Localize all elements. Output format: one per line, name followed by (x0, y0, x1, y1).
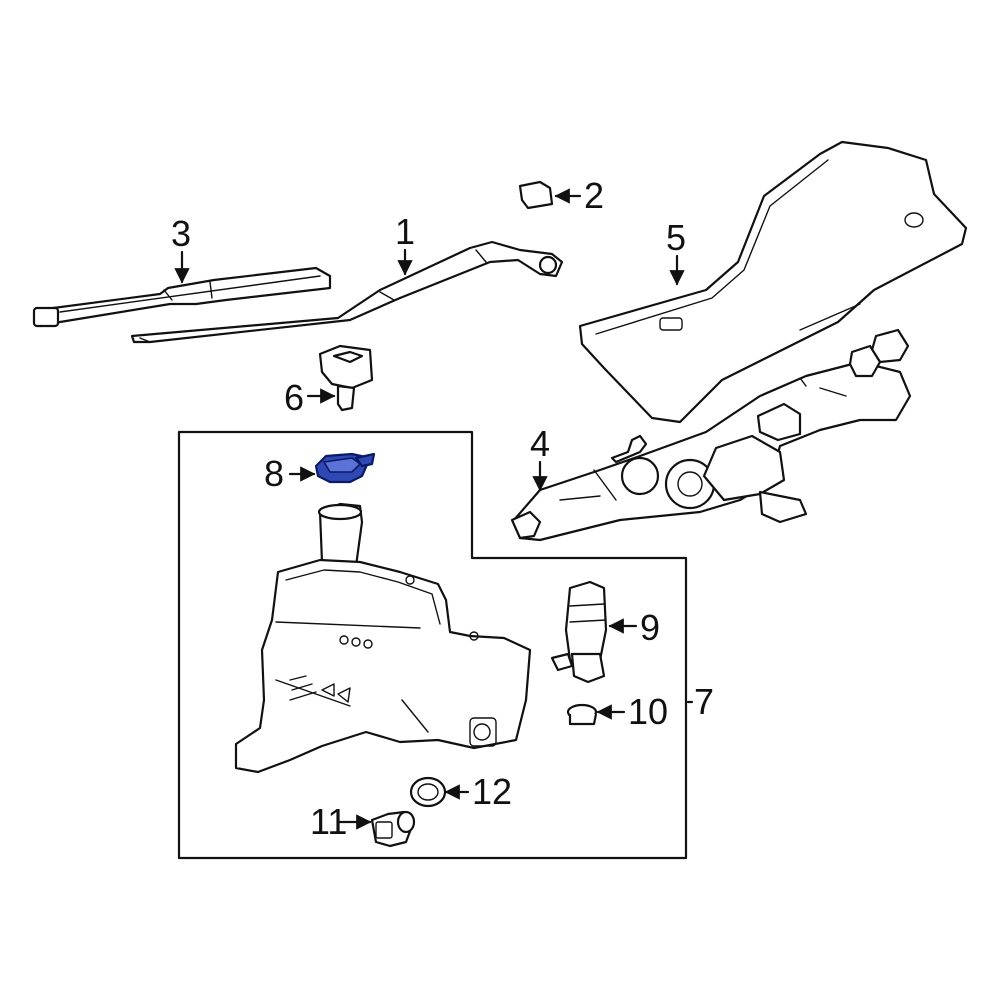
callout-10: 10 (628, 691, 668, 732)
callout-7: 7 (694, 681, 714, 722)
callout-4: 4 (530, 423, 550, 464)
callout-12: 12 (472, 771, 512, 812)
liftgate-panel[interactable] (578, 140, 968, 424)
callout-6: 6 (284, 377, 304, 418)
callout-11: 11 (310, 801, 347, 842)
wiper-linkage[interactable] (510, 328, 912, 542)
washer-pump[interactable] (550, 580, 608, 684)
callout-2: 2 (584, 175, 604, 216)
callout-1: 1 (395, 211, 415, 252)
washer-nozzle[interactable] (318, 344, 374, 412)
seal-ring[interactable] (409, 776, 447, 808)
callout-9: 9 (640, 607, 660, 648)
callout-5: 5 (666, 217, 686, 258)
pump-grommet[interactable] (566, 703, 598, 726)
leader-lines (174, 188, 694, 830)
reservoir-cap[interactable] (314, 452, 376, 484)
wiper-blade[interactable] (32, 266, 332, 328)
wiper-arm[interactable] (130, 240, 564, 344)
callout-8: 8 (264, 453, 284, 494)
washer-reservoir[interactable] (234, 502, 532, 774)
arm-cap[interactable] (518, 180, 554, 210)
level-sensor[interactable] (370, 810, 416, 848)
assembly-group-box (177, 430, 688, 860)
callout-3: 3 (171, 213, 191, 254)
